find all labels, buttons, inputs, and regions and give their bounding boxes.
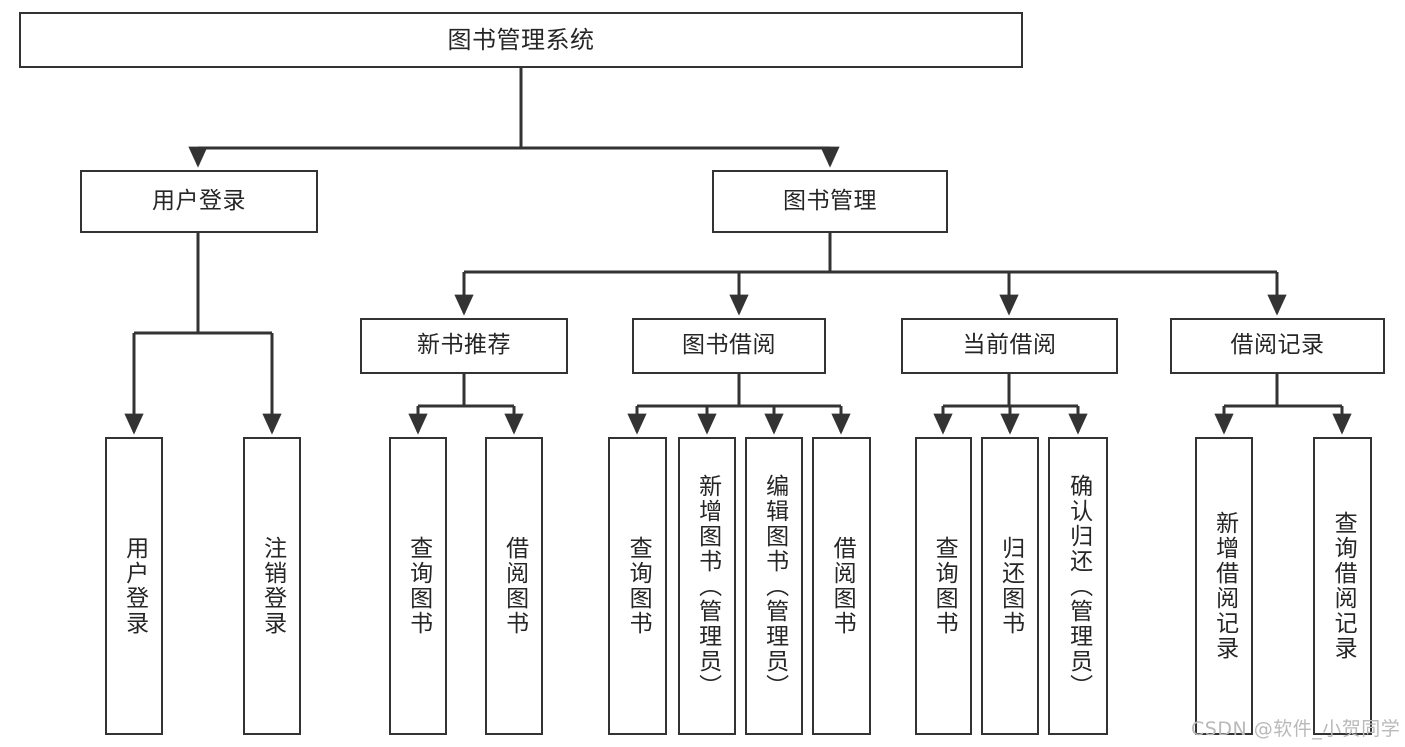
node-leaf-add-book[interactable]: 新增图书（管理员） [678, 437, 736, 735]
node-leaf-borrow-book-1[interactable]: 借阅图书 [485, 437, 543, 735]
node-book-borrow[interactable]: 图书借阅 [632, 318, 826, 374]
node-leaf-return-book[interactable]: 归还图书 [981, 437, 1039, 735]
node-label: 编辑图书（管理员） [761, 473, 788, 699]
node-label: 用户登录 [121, 536, 148, 636]
node-label: 查询图书 [931, 536, 958, 636]
node-leaf-edit-book[interactable]: 编辑图书（管理员） [745, 437, 803, 735]
node-leaf-query-book-1[interactable]: 查询图书 [389, 437, 447, 735]
node-label: 新增图书（管理员） [694, 473, 721, 699]
node-leaf-user-login[interactable]: 用户登录 [105, 437, 163, 735]
node-label: 查询图书 [625, 536, 652, 636]
node-label: 图书管理 [783, 187, 877, 214]
node-leaf-confirm-return[interactable]: 确认归还（管理员） [1048, 437, 1108, 735]
node-label: 新书推荐 [417, 332, 511, 359]
csdn-watermark: CSDN @软件_小贺同学 [1191, 718, 1401, 740]
node-new-book-recommend[interactable]: 新书推荐 [360, 318, 568, 374]
node-leaf-logout-login[interactable]: 注销登录 [243, 437, 301, 735]
node-label: 查询图书 [405, 536, 432, 636]
node-label: 用户登录 [152, 187, 246, 214]
node-leaf-query-borrow-record[interactable]: 查询借阅记录 [1313, 437, 1372, 735]
node-label: 借阅记录 [1230, 332, 1325, 359]
node-label: 归还图书 [997, 536, 1024, 636]
node-label: 新增借阅记录 [1211, 511, 1238, 661]
node-label: 图书管理系统 [447, 25, 595, 54]
node-book-management[interactable]: 图书管理 [712, 170, 948, 233]
node-leaf-query-book-3[interactable]: 查询图书 [915, 437, 972, 735]
node-book-management-system[interactable]: 图书管理系统 [19, 12, 1023, 68]
node-label: 查询借阅记录 [1330, 511, 1357, 661]
node-borrow-record[interactable]: 借阅记录 [1170, 318, 1385, 374]
node-label: 图书借阅 [682, 332, 776, 359]
node-leaf-add-borrow-record[interactable]: 新增借阅记录 [1195, 437, 1253, 735]
node-leaf-borrow-book-2[interactable]: 借阅图书 [812, 437, 871, 735]
node-label: 借阅图书 [501, 536, 528, 636]
node-label: 借阅图书 [829, 536, 856, 636]
node-label: 当前借阅 [962, 332, 1057, 359]
node-leaf-query-book-2[interactable]: 查询图书 [608, 437, 667, 735]
node-user-login[interactable]: 用户登录 [80, 170, 318, 233]
node-current-borrow[interactable]: 当前借阅 [901, 318, 1118, 374]
node-label: 确认归还（管理员） [1065, 473, 1092, 699]
node-label: 注销登录 [259, 536, 286, 636]
